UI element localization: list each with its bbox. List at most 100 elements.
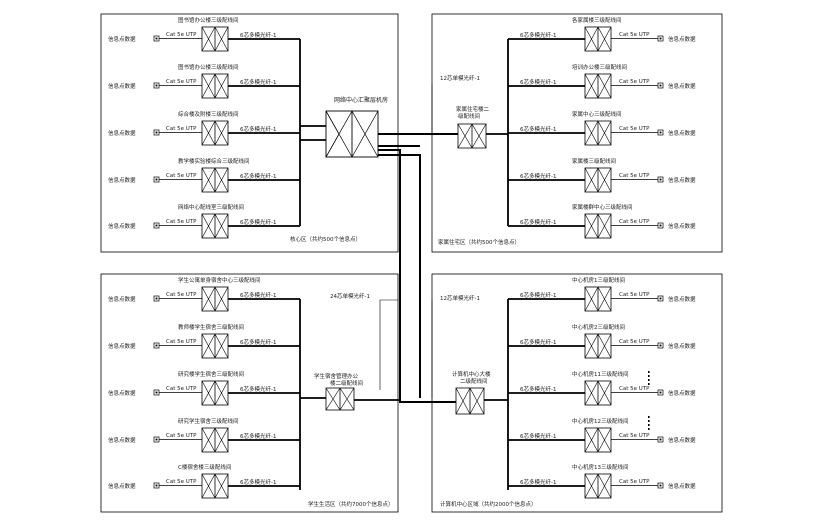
region-caption: 家属住宅区（共约500个信息点） [438, 238, 520, 246]
region-caption: 学生生活区（共约7000个信息点） [308, 500, 394, 508]
student-hub-switch [325, 387, 355, 411]
outlet-icon [153, 176, 160, 183]
outlet-icon [657, 342, 664, 349]
hub-label: 计算机中心大楼 [452, 370, 491, 378]
outlet-icon [657, 482, 664, 489]
patch-panel-icon [201, 213, 229, 239]
branch-title: 研究楼学生宿舍三级配线间 [178, 370, 244, 378]
ellipsis-dot [648, 383, 650, 385]
patch-panel-icon [201, 73, 229, 99]
core-main-switch [325, 110, 379, 158]
node-label: 信息点数据 [108, 482, 136, 490]
patch-panel-icon [584, 333, 612, 359]
ellipsis-dot [648, 375, 650, 377]
utp-label: Cat 5e UTP [166, 386, 197, 392]
node-label: 信息点数据 [108, 176, 136, 184]
outlet-icon [657, 82, 664, 89]
node-label: 信息点数据 [108, 389, 136, 397]
fiber-label: 6芯多模光纤-1 [520, 338, 556, 346]
fiber-label: 6芯多模光纤-1 [520, 125, 556, 133]
node-label: 信息点数据 [668, 295, 696, 303]
utp-label: Cat 5e UTP [166, 433, 197, 439]
outlet-icon [657, 295, 664, 302]
fiber-label: 6芯多模光纤-1 [520, 291, 556, 299]
utp-label: Cat 5e UTP [166, 339, 197, 345]
outlet-icon [153, 482, 160, 489]
branch-title: 研究学生宿舍三级配线间 [178, 417, 239, 425]
fiber-label: 6芯多模光纤-1 [240, 31, 276, 39]
hub-label: 二级配线间 [460, 377, 488, 385]
hub-label: 级配线间 [458, 112, 480, 120]
branch-title: 网络中心配线室三级配线间 [178, 203, 244, 211]
fiber-label: 6芯多模光纤-1 [240, 385, 276, 393]
fiber-label: 6芯多模光纤-1 [240, 125, 276, 133]
branch-title: 培训办公楼三级配线间 [572, 63, 627, 71]
patch-panel-icon [201, 427, 229, 453]
outlet-icon [153, 82, 160, 89]
ellipsis-dot [648, 424, 650, 426]
fiber-label: 6芯多模光纤-1 [520, 218, 556, 226]
utp-label: Cat 5e UTP [166, 292, 197, 298]
branch-title: 中心机房13三级配线间 [572, 463, 629, 471]
patch-panel-icon [584, 427, 612, 453]
residence-hub-switch [457, 123, 487, 149]
outlet-icon [153, 35, 160, 42]
region-student-box [100, 273, 399, 513]
node-label: 信息点数据 [108, 342, 136, 350]
fiber-label: 6芯多模光纤-1 [520, 31, 556, 39]
ellipsis-dot [648, 379, 650, 381]
outlet-icon [153, 295, 160, 302]
node-label: 信息点数据 [108, 82, 136, 90]
outlet-icon [657, 436, 664, 443]
branch-title: 教师楼学生宿舍三级配线间 [178, 323, 244, 331]
patch-panel-icon [201, 380, 229, 406]
region-caption: 计算机中心区域（共约2000个信息点） [440, 500, 537, 508]
patch-panel-icon [201, 167, 229, 193]
utp-label: Cat 5e UTP [619, 433, 650, 439]
node-label: 信息点数据 [668, 436, 696, 444]
node-label: 信息点数据 [108, 222, 136, 230]
patch-panel-icon [584, 26, 612, 52]
branch-title: 中心机房11三级配线间 [572, 370, 629, 378]
outlet-icon [153, 222, 160, 229]
fiber-label: 6芯多模光纤-1 [520, 78, 556, 86]
hub-label: 学生宿舍管理办公 [314, 372, 359, 380]
fiber-label: 6芯多模光纤-1 [240, 78, 276, 86]
node-label: 信息点数据 [108, 35, 136, 43]
patch-panel-icon [584, 73, 612, 99]
utp-label: Cat 5e UTP [619, 292, 650, 298]
branch-title: 教学楼实验楼综合三级配线间 [178, 157, 250, 165]
node-label: 信息点数据 [668, 176, 696, 184]
branch-title: 中心机房12三级配线间 [572, 417, 629, 425]
outlet-icon [657, 389, 664, 396]
hub-label: 家属住宅楼二 [456, 105, 490, 113]
uplink-thin-lines [379, 84, 433, 398]
branch-title: 各家属楼三级配线间 [572, 16, 622, 24]
node-label: 信息点数据 [108, 436, 136, 444]
utp-label: Cat 5e UTP [619, 219, 650, 225]
patch-panel-icon [584, 286, 612, 312]
branch-title: 家属楼三级配线间 [572, 157, 616, 165]
computer-hub-switch [455, 387, 485, 415]
patch-panel-icon [584, 380, 612, 406]
fiber-label: 6芯多模光纤-1 [240, 338, 276, 346]
patch-panel-icon [201, 286, 229, 312]
hub-label: 楼二级配线间 [330, 379, 363, 387]
patch-panel-icon [584, 120, 612, 146]
node-label: 信息点数据 [668, 82, 696, 90]
